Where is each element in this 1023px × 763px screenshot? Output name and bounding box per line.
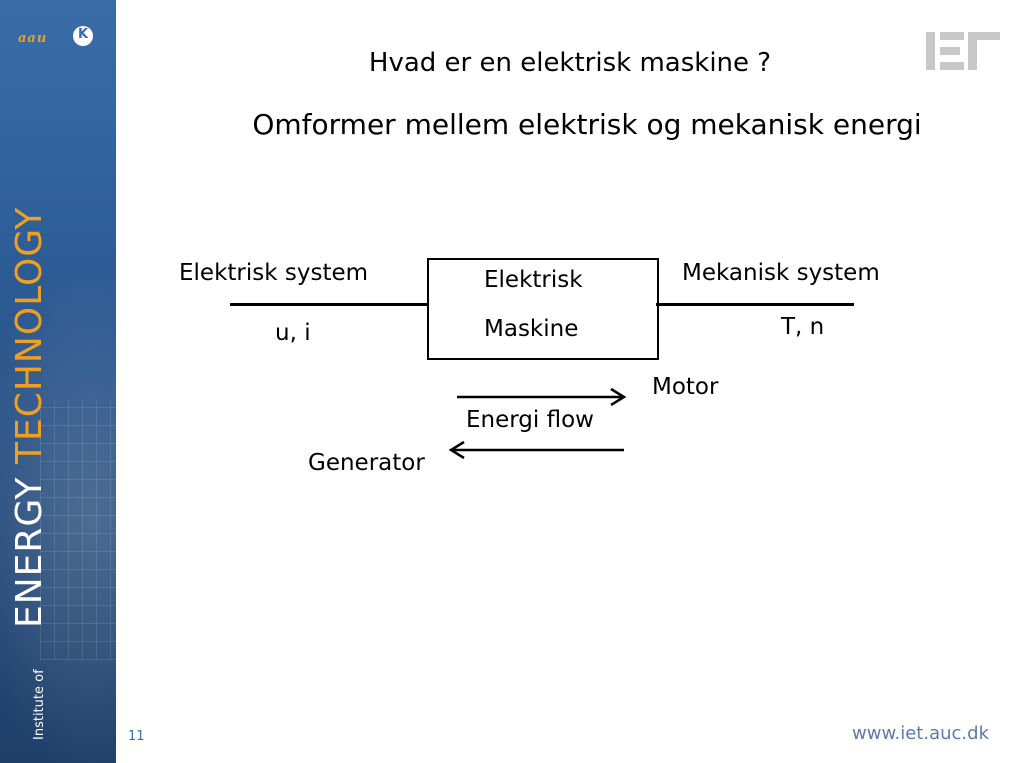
energy-flow-label: Energi flow [466, 407, 594, 433]
iet-logo [926, 32, 1000, 70]
sidebar-glow [0, 260, 116, 763]
slide-subtitle: Omformer mellem elektrisk og mekanisk en… [252, 108, 922, 141]
generator-label: Generator [308, 450, 425, 476]
right-system-variables: T, n [781, 314, 825, 340]
left-system-variables: u, i [275, 320, 311, 346]
slide-title: Hvad er en elektrisk maskine ? [368, 48, 772, 78]
sidebar-banner: aau K ENERGY TECHNOLOGY Institute of [0, 0, 116, 763]
vertical-technology-word: TECHNOLOGY [9, 206, 50, 465]
page-number: 11 [128, 729, 145, 744]
aau-logo: aau [18, 31, 48, 46]
box-label-line2: Maskine [484, 316, 579, 342]
energy-technology-vertical-text: ENERGY TECHNOLOGY [9, 207, 50, 628]
electric-machine-box [427, 258, 659, 360]
right-system-label: Mekanisk system [682, 260, 880, 286]
aau-disc-icon: K [73, 26, 93, 46]
left-connection-line [230, 303, 428, 306]
right-connection-line [656, 303, 854, 306]
motor-label: Motor [652, 374, 719, 400]
institute-of-vertical-text: Institute of [32, 669, 47, 740]
box-label-line1: Elektrisk [484, 267, 583, 293]
website-url: www.iet.auc.dk [852, 723, 989, 744]
motor-arrow-right-icon [457, 387, 627, 406]
sidebar-building-pattern [40, 400, 116, 660]
left-system-label: Elektrisk system [179, 260, 369, 286]
generator-arrow-left-icon [448, 440, 624, 459]
vertical-energy-word: ENERGY [9, 476, 50, 628]
